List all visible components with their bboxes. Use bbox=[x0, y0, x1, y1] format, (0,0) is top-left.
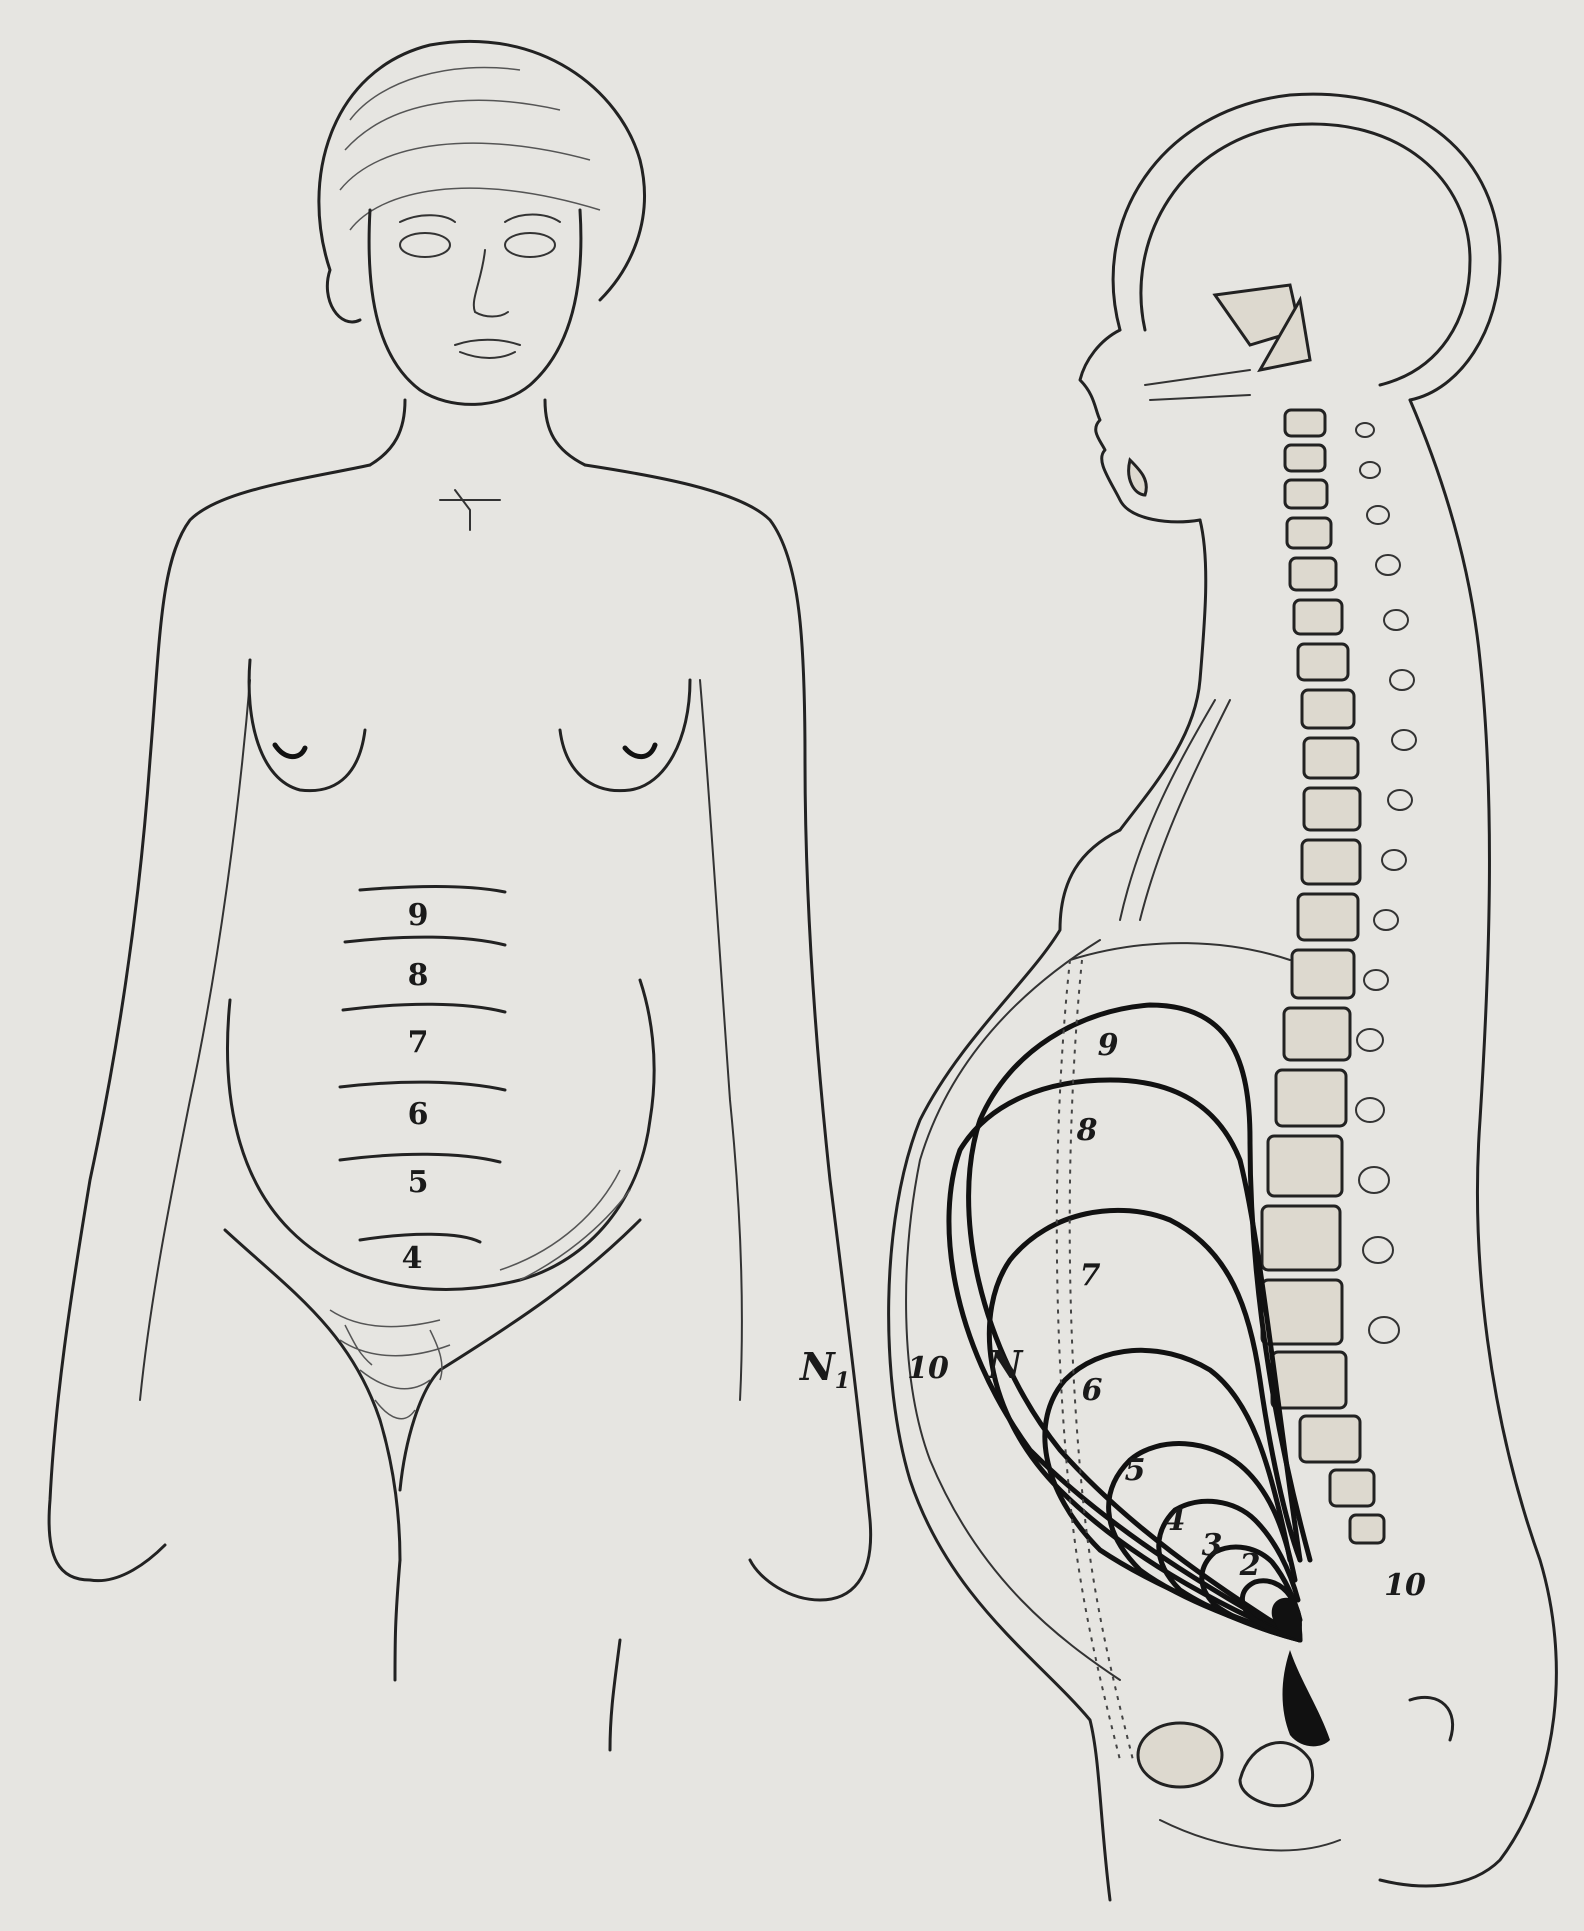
sag-label-4: 4 bbox=[1165, 1503, 1186, 1538]
sag-label-2: 2 bbox=[1239, 1548, 1261, 1583]
front-label-4: 4 bbox=[402, 1241, 423, 1276]
label-10-anterior: 10 bbox=[907, 1351, 949, 1386]
abdomen-outline bbox=[228, 980, 655, 1289]
sag-label-7: 7 bbox=[1080, 1258, 1101, 1293]
front-label-9: 9 bbox=[408, 898, 429, 933]
torso-outline bbox=[49, 465, 871, 1600]
hair bbox=[319, 41, 645, 322]
sag-label-8: 8 bbox=[1076, 1113, 1098, 1148]
fundal-height-labels: 9 8 7 6 5 4 bbox=[402, 898, 429, 1276]
pubic-symphysis bbox=[1138, 1723, 1222, 1787]
nose bbox=[474, 250, 508, 317]
sagittal-view-figure: 9 8 7 6 5 4 3 2 10 N1 10 N bbox=[799, 94, 1556, 1900]
front-label-5: 5 bbox=[408, 1165, 429, 1200]
label-n1: N1 bbox=[799, 1344, 850, 1394]
label-n: N bbox=[987, 1342, 1024, 1387]
face-outline bbox=[369, 210, 581, 404]
front-label-6: 6 bbox=[408, 1097, 429, 1132]
pubic-hair bbox=[330, 1310, 450, 1419]
left-eye bbox=[400, 233, 450, 257]
front-view-figure: 9 8 7 6 5 4 bbox=[49, 41, 871, 1750]
left-breast bbox=[249, 660, 365, 791]
right-breast bbox=[560, 680, 690, 791]
front-label-7: 7 bbox=[408, 1025, 429, 1060]
right-eye bbox=[505, 233, 555, 257]
mouth bbox=[455, 340, 520, 358]
spinous-processes bbox=[1356, 423, 1416, 1343]
sag-label-9: 9 bbox=[1098, 1028, 1119, 1063]
sag-label-3: 3 bbox=[1202, 1528, 1223, 1563]
front-label-8: 8 bbox=[408, 958, 429, 993]
sag-label-6: 6 bbox=[1082, 1373, 1103, 1408]
sag-label-10-posterior: 10 bbox=[1384, 1568, 1426, 1603]
sag-label-5: 5 bbox=[1125, 1453, 1146, 1488]
neck bbox=[370, 400, 585, 465]
